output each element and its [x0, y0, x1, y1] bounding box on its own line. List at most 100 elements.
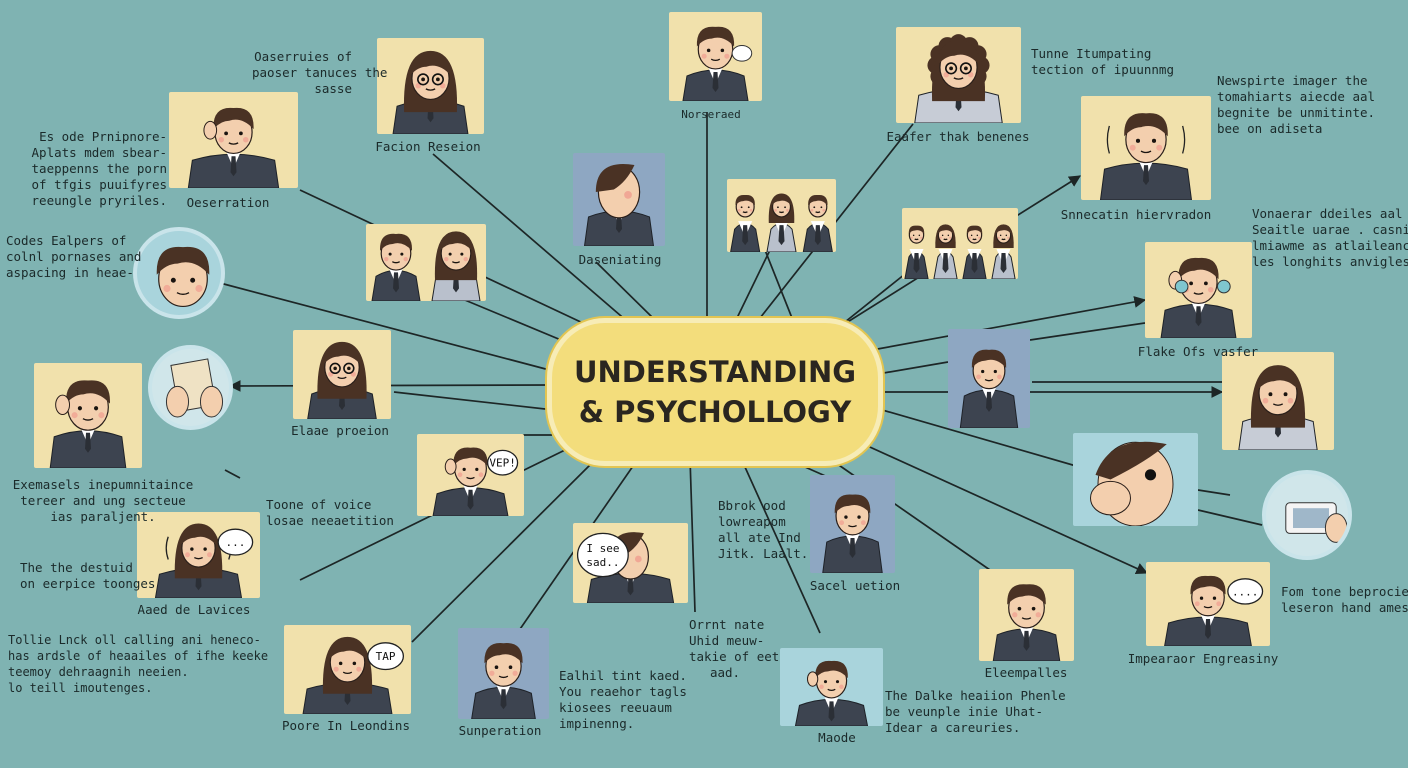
caption-desertating: Daseniating [578, 252, 662, 267]
panel-elaae [293, 330, 391, 419]
caption-sensation: Snnecatin hiervradon [1060, 207, 1212, 222]
figure-illustration [49, 380, 127, 468]
text-block-13: Ealhil tint kaed. You reaehor tagls kios… [559, 668, 687, 731]
text-block-2: Es ode Prnipnore- Aplats mdem sbear- tae… [31, 129, 167, 208]
figure-illustration [1285, 502, 1348, 543]
caption-eleempalles: Eleempalles [984, 665, 1068, 680]
connector-line [224, 469, 241, 479]
connector-line [1029, 322, 1146, 341]
svg-text:I see: I see [586, 542, 619, 555]
text-block-15: Fom tone beprocie leseron hand ames [1281, 584, 1408, 615]
figure-illustration: .... [1164, 575, 1264, 646]
panel-eleempalles [979, 569, 1074, 661]
figure-illustration: VEP! [432, 447, 519, 516]
text-block-14: The Dalke heaiion Phenle be veunple inie… [885, 688, 1066, 735]
panel-sunperation [458, 628, 549, 719]
panel-vep: VEP! [417, 434, 524, 516]
panel-flake [1145, 242, 1252, 338]
figure-illustration [471, 643, 536, 719]
figure-illustration [822, 494, 883, 573]
figure-illustration [371, 231, 481, 301]
panel-observation [169, 92, 298, 188]
caption-elaae: Elaae proeion [291, 423, 389, 438]
connector-line [595, 261, 656, 321]
panel-circle-phone [1262, 470, 1352, 560]
caption-impearator: Impearaor Engreasiny [1127, 651, 1279, 666]
figure-illustration [682, 26, 753, 101]
caption-sacel: Sacel uetion [809, 578, 901, 593]
connector-line [871, 361, 949, 376]
text-block-5: Toone of voice losae neeaetition [266, 497, 394, 528]
caption-maode: Maode [818, 730, 856, 745]
text-block-11: Bbrok ood lowreapom all ate Ind Jitk. La… [718, 498, 809, 561]
figure-illustration [1090, 441, 1174, 526]
svg-text:....: .... [1232, 585, 1259, 598]
figure-illustration [583, 163, 655, 246]
panel-faction [377, 38, 484, 134]
panel-easier [896, 27, 1021, 123]
connector-line [736, 249, 771, 319]
connector-line [871, 296, 1147, 351]
central-title: UNDERSTANDING & PSYCHOLLOGY [573, 355, 857, 429]
figure-illustration [794, 660, 869, 726]
figure-illustration [730, 193, 833, 252]
figure-illustration [992, 584, 1061, 661]
figure-illustration [959, 349, 1019, 428]
central-node: UNDERSTANDING & PSYCHOLLOGY [547, 318, 883, 466]
caption-easier: Eaafer thak benenes [886, 129, 1030, 144]
panel-impearator: .... [1146, 562, 1270, 646]
connector-line [819, 451, 991, 571]
figure-illustration [1099, 113, 1193, 200]
text-block-9: Newspirte imager the tomahiarts aiecde a… [1217, 73, 1376, 136]
caption-recharged: Norseraed [681, 108, 741, 121]
panel-worried [948, 329, 1030, 428]
panel-group-small [727, 179, 836, 252]
figure-illustration [392, 50, 469, 134]
connector-line [219, 282, 558, 373]
text-block-7: Tollie Lnck oll calling ani heneco- has … [8, 633, 269, 695]
figure-illustration [156, 246, 210, 308]
panel-recharged [669, 12, 762, 101]
panel-desertating [573, 153, 665, 246]
svg-text:sad..: sad.. [586, 556, 619, 569]
panel-aaed: ... [137, 512, 260, 598]
svg-text:VEP!: VEP! [489, 457, 515, 470]
panel-woman-right [1222, 352, 1334, 450]
connector-line [871, 406, 1091, 471]
figure-illustration [1238, 365, 1318, 450]
figure-illustration [165, 358, 224, 418]
caption-flake: Flake Ofs vasfer [1137, 344, 1259, 359]
caption-faction: Facion Reseion [375, 139, 481, 154]
connector-line [432, 153, 629, 323]
panel-pair [366, 224, 486, 301]
svg-text:TAP: TAP [376, 650, 396, 663]
panel-circle-face [133, 227, 225, 319]
text-block-4: Exemasels inepumnitaince tereer and ung … [12, 477, 194, 524]
text-block-3: Codes Ealpers of colnl pornases and aspa… [6, 233, 142, 280]
text-block-8: Tunne Itumpating tection of ipuunnmg [1031, 46, 1174, 77]
connector-line [1197, 489, 1231, 496]
caption-observation: Oeserration [186, 195, 270, 210]
panel-closeup [1073, 433, 1198, 526]
caption-sunperation: Sunperation [458, 723, 542, 738]
figure-illustration: ... [154, 523, 254, 598]
connector-line [759, 123, 914, 319]
panel-standing [34, 363, 142, 468]
panel-circle-paper [148, 345, 233, 430]
figure-illustration: TAP [302, 636, 405, 714]
figure-illustration [1160, 257, 1237, 338]
caption-pooro: Poore In Leondins [282, 718, 410, 733]
connector-line [764, 249, 793, 319]
figure-illustration [914, 34, 1003, 123]
figure-illustration [307, 341, 377, 419]
figure-illustration [187, 107, 280, 188]
connector-line [689, 457, 696, 613]
svg-text:...: ... [225, 536, 245, 549]
panel-sacel [810, 475, 895, 573]
figure-illustration [904, 224, 1016, 279]
text-block-6: The the destuid on eerpice toonges [20, 560, 156, 591]
text-block-10: Vonaerar ddeiles aal Seaitle uarae . cas… [1252, 206, 1408, 269]
